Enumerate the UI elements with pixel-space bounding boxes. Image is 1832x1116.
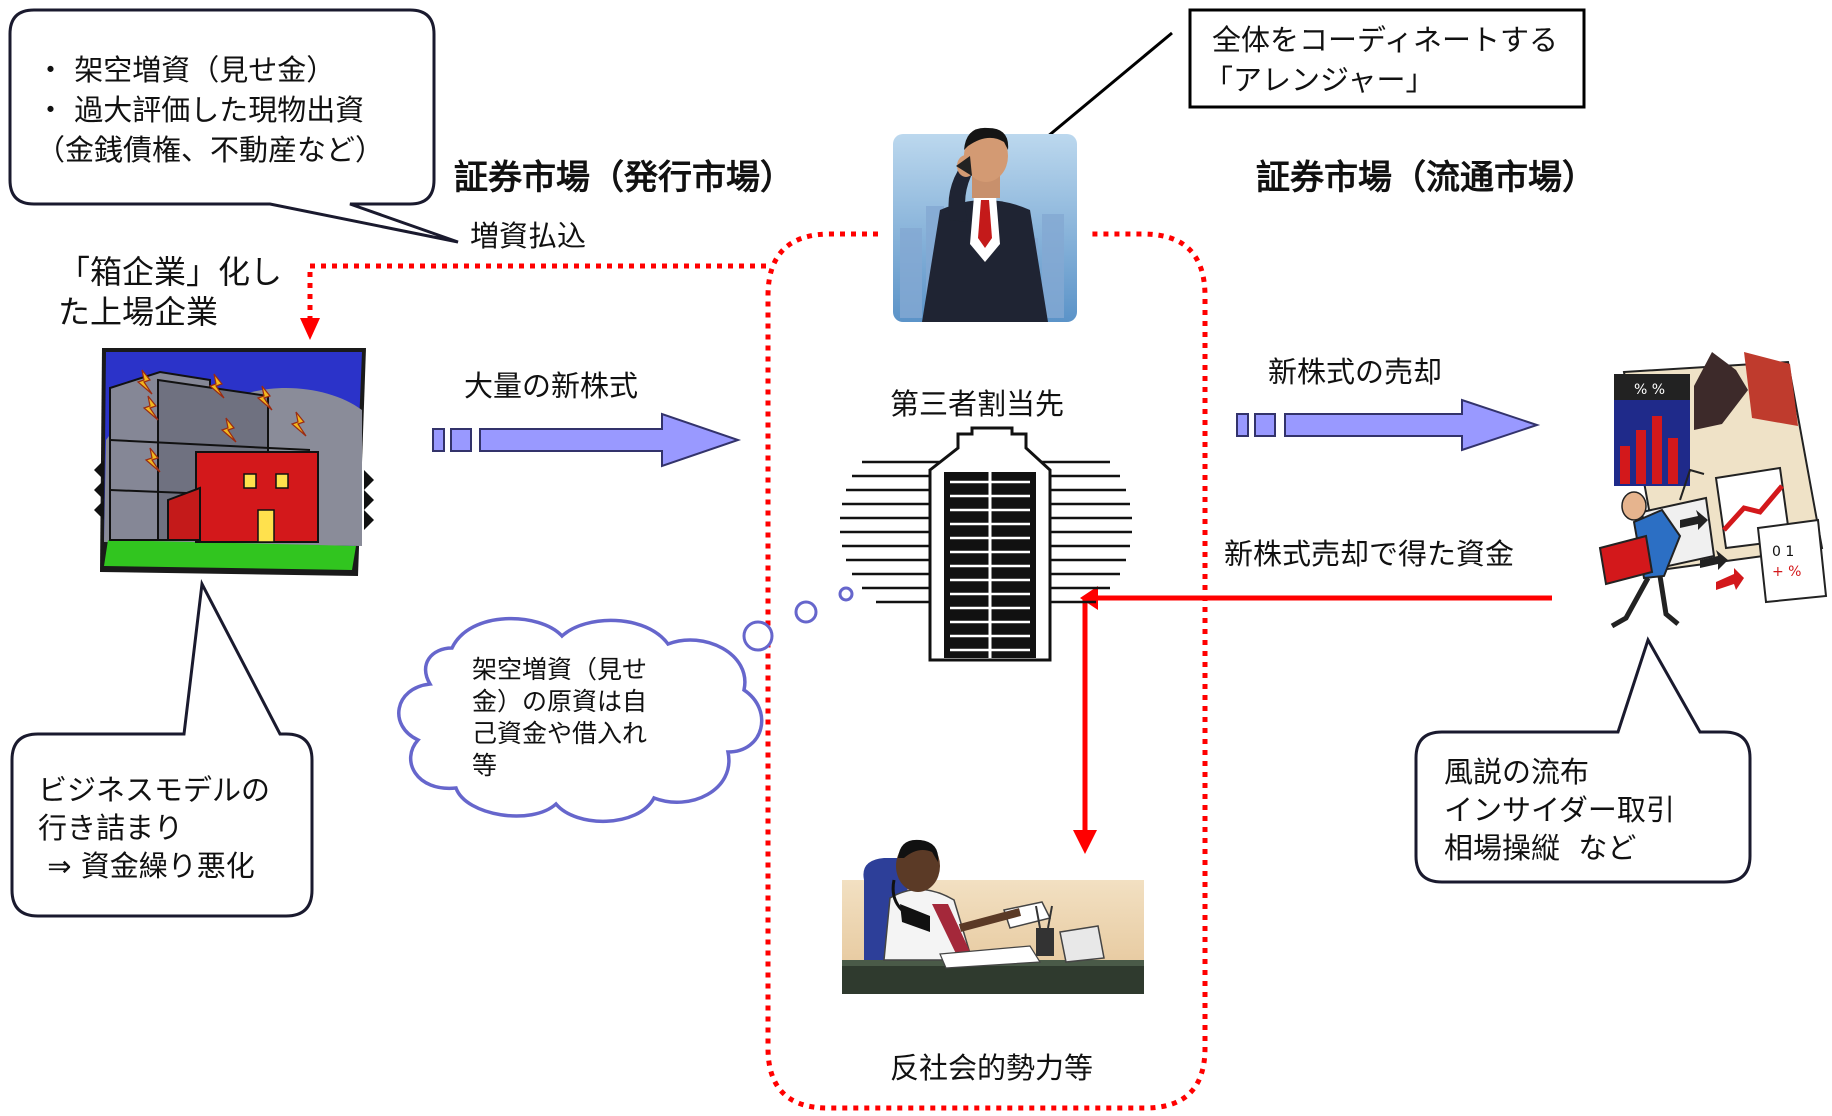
svg-text:% %: % % bbox=[1634, 382, 1665, 398]
shell-company-label-line-1: 「箱企業」化し bbox=[58, 253, 283, 291]
market-manip-line-1: 風説の流布 bbox=[1444, 755, 1590, 789]
arranger-businessman-icon bbox=[893, 127, 1077, 322]
cloud-text-line-2: 金）の原資は自 bbox=[472, 687, 648, 716]
thought-dot-small bbox=[838, 586, 854, 602]
thought-dot-medium bbox=[794, 600, 818, 624]
trader-person-icon: % % 0 1 + % bbox=[1598, 352, 1828, 629]
skyscraper-icon bbox=[840, 426, 1132, 662]
phone-businessman-icon bbox=[842, 839, 1144, 994]
sell-shares-arrow bbox=[1236, 398, 1541, 452]
overvalued-in-kind-line: ・ 過大評価した現物出資 bbox=[36, 93, 365, 127]
svg-text:+ %: + % bbox=[1772, 564, 1801, 580]
business-model-line-1: ビジネスモデルの bbox=[38, 773, 271, 807]
trade-market-heading: 証券市場（流通市場） bbox=[1256, 158, 1596, 198]
mass-new-shares-label: 大量の新株式 bbox=[464, 369, 639, 403]
market-manipulation-callout bbox=[1414, 636, 1752, 884]
svg-text:0 1: 0 1 bbox=[1772, 544, 1794, 560]
shell-company-building-icon bbox=[94, 348, 374, 576]
business-model-line-3: ⇒ 資金繰り悪化 bbox=[38, 849, 255, 883]
fake-capital-increase-line: ・ 架空増資（見せ金） bbox=[36, 53, 336, 87]
issue-market-heading: 証券市場（発行市場） bbox=[454, 158, 794, 198]
thought-cloud bbox=[397, 616, 764, 823]
capital-payment-arrowhead bbox=[300, 318, 320, 340]
new-shares-arrow bbox=[432, 412, 742, 468]
third-party-group-boundary bbox=[765, 231, 1208, 1111]
cloud-text-line-1: 架空増資（見せ bbox=[472, 655, 648, 684]
cloud-text-line-3: 己資金や借入れ bbox=[472, 719, 648, 748]
antisocial-forces-label: 反社会的勢力等 bbox=[890, 1051, 1094, 1085]
proceeds-label: 新株式売却で得た資金 bbox=[1224, 537, 1515, 571]
top-left-callout bbox=[8, 8, 459, 244]
third-party-allottee-label: 第三者割当先 bbox=[890, 387, 1065, 421]
arranger-pointer-line bbox=[1046, 31, 1173, 139]
capital-payment-label: 増資払込 bbox=[470, 219, 587, 253]
arranger-line-1: 全体をコーディネートする bbox=[1212, 23, 1558, 57]
arranger-callout bbox=[1188, 8, 1586, 109]
monetary-claims-line: （金銭債権、不動産など） bbox=[36, 133, 385, 167]
sell-new-shares-label: 新株式の売却 bbox=[1268, 355, 1443, 389]
arranger-line-2: 「アレンジャー」 bbox=[1204, 63, 1435, 97]
business-model-callout bbox=[10, 578, 314, 918]
market-manip-line-3: 相場操縦 など bbox=[1444, 831, 1637, 865]
market-manip-line-2: インサイダー取引 bbox=[1444, 793, 1675, 827]
business-model-line-2: 行き詰まり bbox=[38, 811, 184, 845]
capital-payment-arrow bbox=[307, 263, 766, 318]
proceeds-flow-arrow bbox=[1073, 586, 1552, 854]
cloud-text-line-4: 等 bbox=[472, 751, 498, 780]
shell-company-label-line-2: た上場企業 bbox=[58, 293, 219, 331]
thought-dot-large bbox=[742, 620, 774, 652]
